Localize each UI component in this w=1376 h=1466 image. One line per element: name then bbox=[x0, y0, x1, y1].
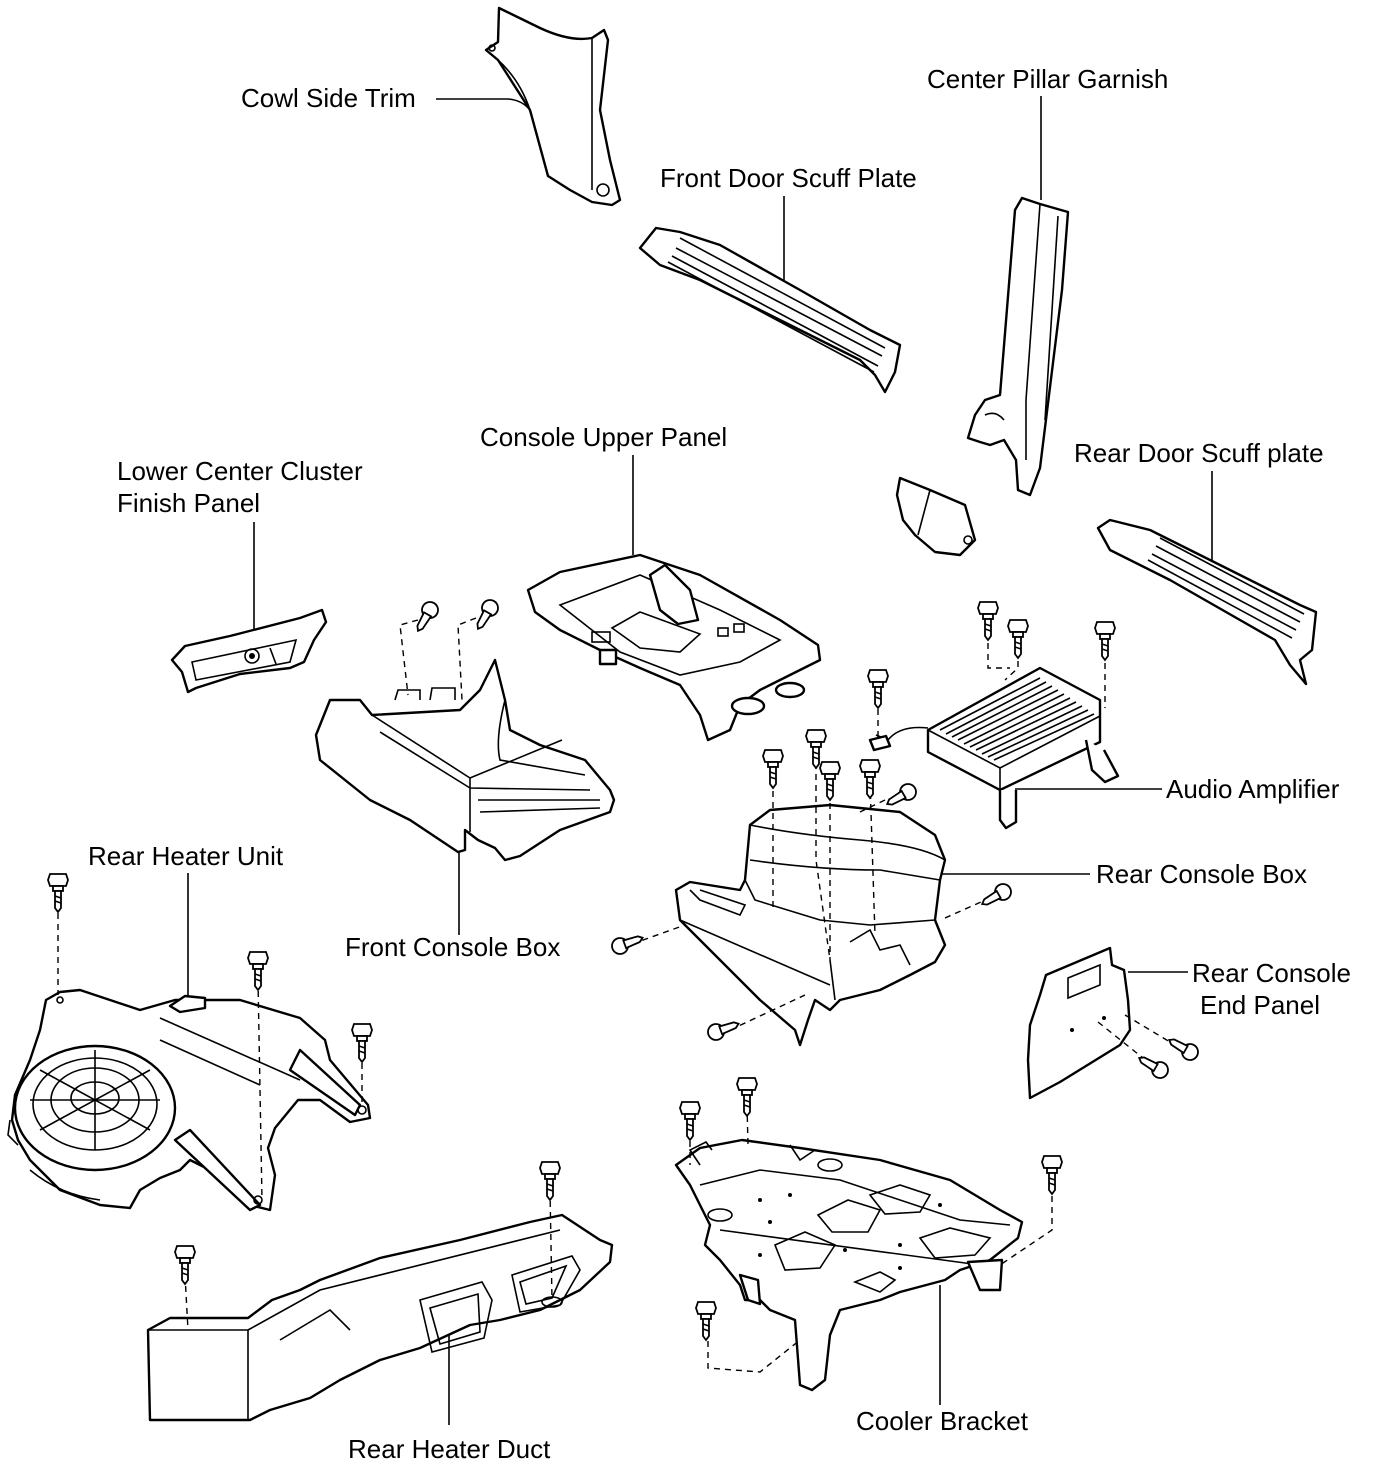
rear-heater-unit-part bbox=[7, 988, 372, 1212]
label-audio-amplifier: Audio Amplifier bbox=[1166, 774, 1340, 804]
label-end-panel: End Panel bbox=[1200, 990, 1320, 1020]
label-rear-door-scuff-plate: Rear Door Scuff plate bbox=[1074, 438, 1324, 468]
label-center-pillar-garnish: Center Pillar Garnish bbox=[927, 64, 1168, 94]
center-pillar-garnish-part bbox=[966, 196, 1070, 497]
rear-heater-duct-part bbox=[146, 1213, 614, 1422]
rear-door-scuff-plate-part bbox=[1096, 518, 1318, 686]
cooler-bracket-part bbox=[674, 1138, 1024, 1392]
fastener-guide-lines bbox=[57, 617, 1181, 1373]
lower-center-cluster-finish-panel-part bbox=[170, 608, 328, 694]
cowl-side-trim-part bbox=[484, 6, 622, 207]
label-rear-console: Rear Console bbox=[1192, 958, 1351, 988]
front-console-box-part bbox=[314, 658, 616, 862]
label-cooler-bracket: Cooler Bracket bbox=[856, 1406, 1029, 1436]
label-rear-heater-unit: Rear Heater Unit bbox=[88, 841, 284, 871]
audio-amplifier-part bbox=[868, 666, 1120, 830]
console-upper-panel-part bbox=[526, 553, 822, 742]
label-front-console-box: Front Console Box bbox=[345, 932, 560, 962]
label-rear-heater-duct: Rear Heater Duct bbox=[348, 1434, 551, 1464]
label-rear-console-box: Rear Console Box bbox=[1096, 859, 1307, 889]
label-cowl-side-trim: Cowl Side Trim bbox=[241, 83, 416, 113]
label-console-upper-panel: Console Upper Panel bbox=[480, 422, 727, 452]
label-front-door-scuff-plate: Front Door Scuff Plate bbox=[660, 163, 917, 193]
label-lower-center-cluster: Lower Center Cluster bbox=[117, 456, 363, 486]
leader-lines bbox=[187, 96, 1213, 1425]
label-finish-panel: Finish Panel bbox=[117, 488, 260, 518]
pillar-cover-part bbox=[895, 476, 977, 557]
rear-console-end-panel-part bbox=[1026, 946, 1132, 1100]
rear-console-box-part bbox=[674, 803, 947, 1047]
front-door-scuff-plate-part bbox=[638, 226, 902, 394]
